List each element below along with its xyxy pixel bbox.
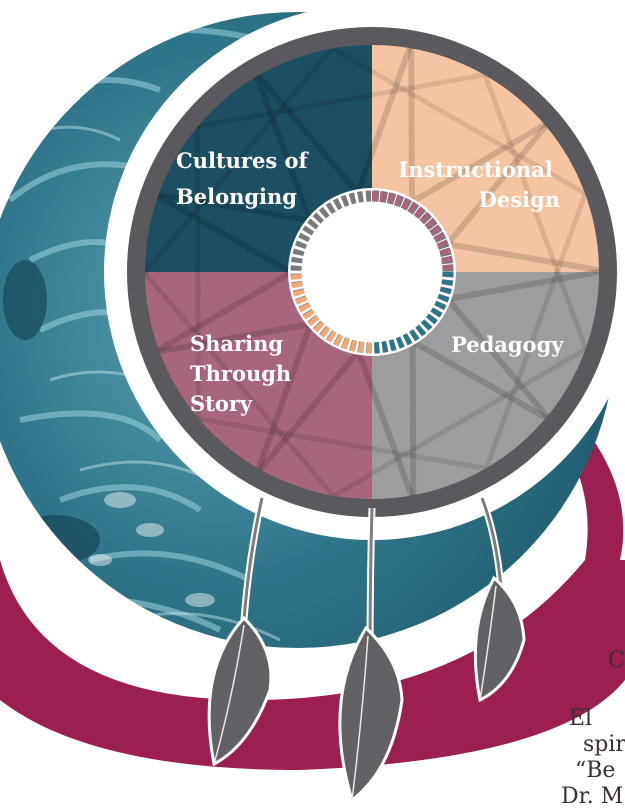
feather-right [473,496,526,703]
side-text-line-4: “Be [575,758,616,783]
web-strand [142,271,336,498]
side-text-line-1: C [608,648,625,673]
hanging-feathers [207,496,526,803]
side-text-line-2: El [569,706,593,731]
braided-center-ring [288,188,456,356]
crimson-swoosh [0,380,625,770]
feather-center [338,507,404,803]
web-strand [332,346,588,499]
web-strand [142,46,334,275]
web-strand [330,46,587,196]
feather-left [207,497,273,767]
web-strand [194,126,201,419]
label-pedagogy: Pedagogy [451,332,564,357]
web-strand [196,72,486,129]
web-strand [484,192,588,470]
label-instructional-design: Instructional Design [398,157,560,212]
quadrant-labels: Cultures of Belonging Instructional Desi… [176,148,564,416]
label-cultures-of-belonging: Cultures of Belonging [176,148,315,209]
side-text-line-5: Dr. M [561,784,624,809]
web-strand [482,73,589,350]
label-sharing-through-story: Sharing Through Story [190,331,299,416]
side-text-line-3: spir [583,732,625,757]
web-strand [197,416,487,471]
